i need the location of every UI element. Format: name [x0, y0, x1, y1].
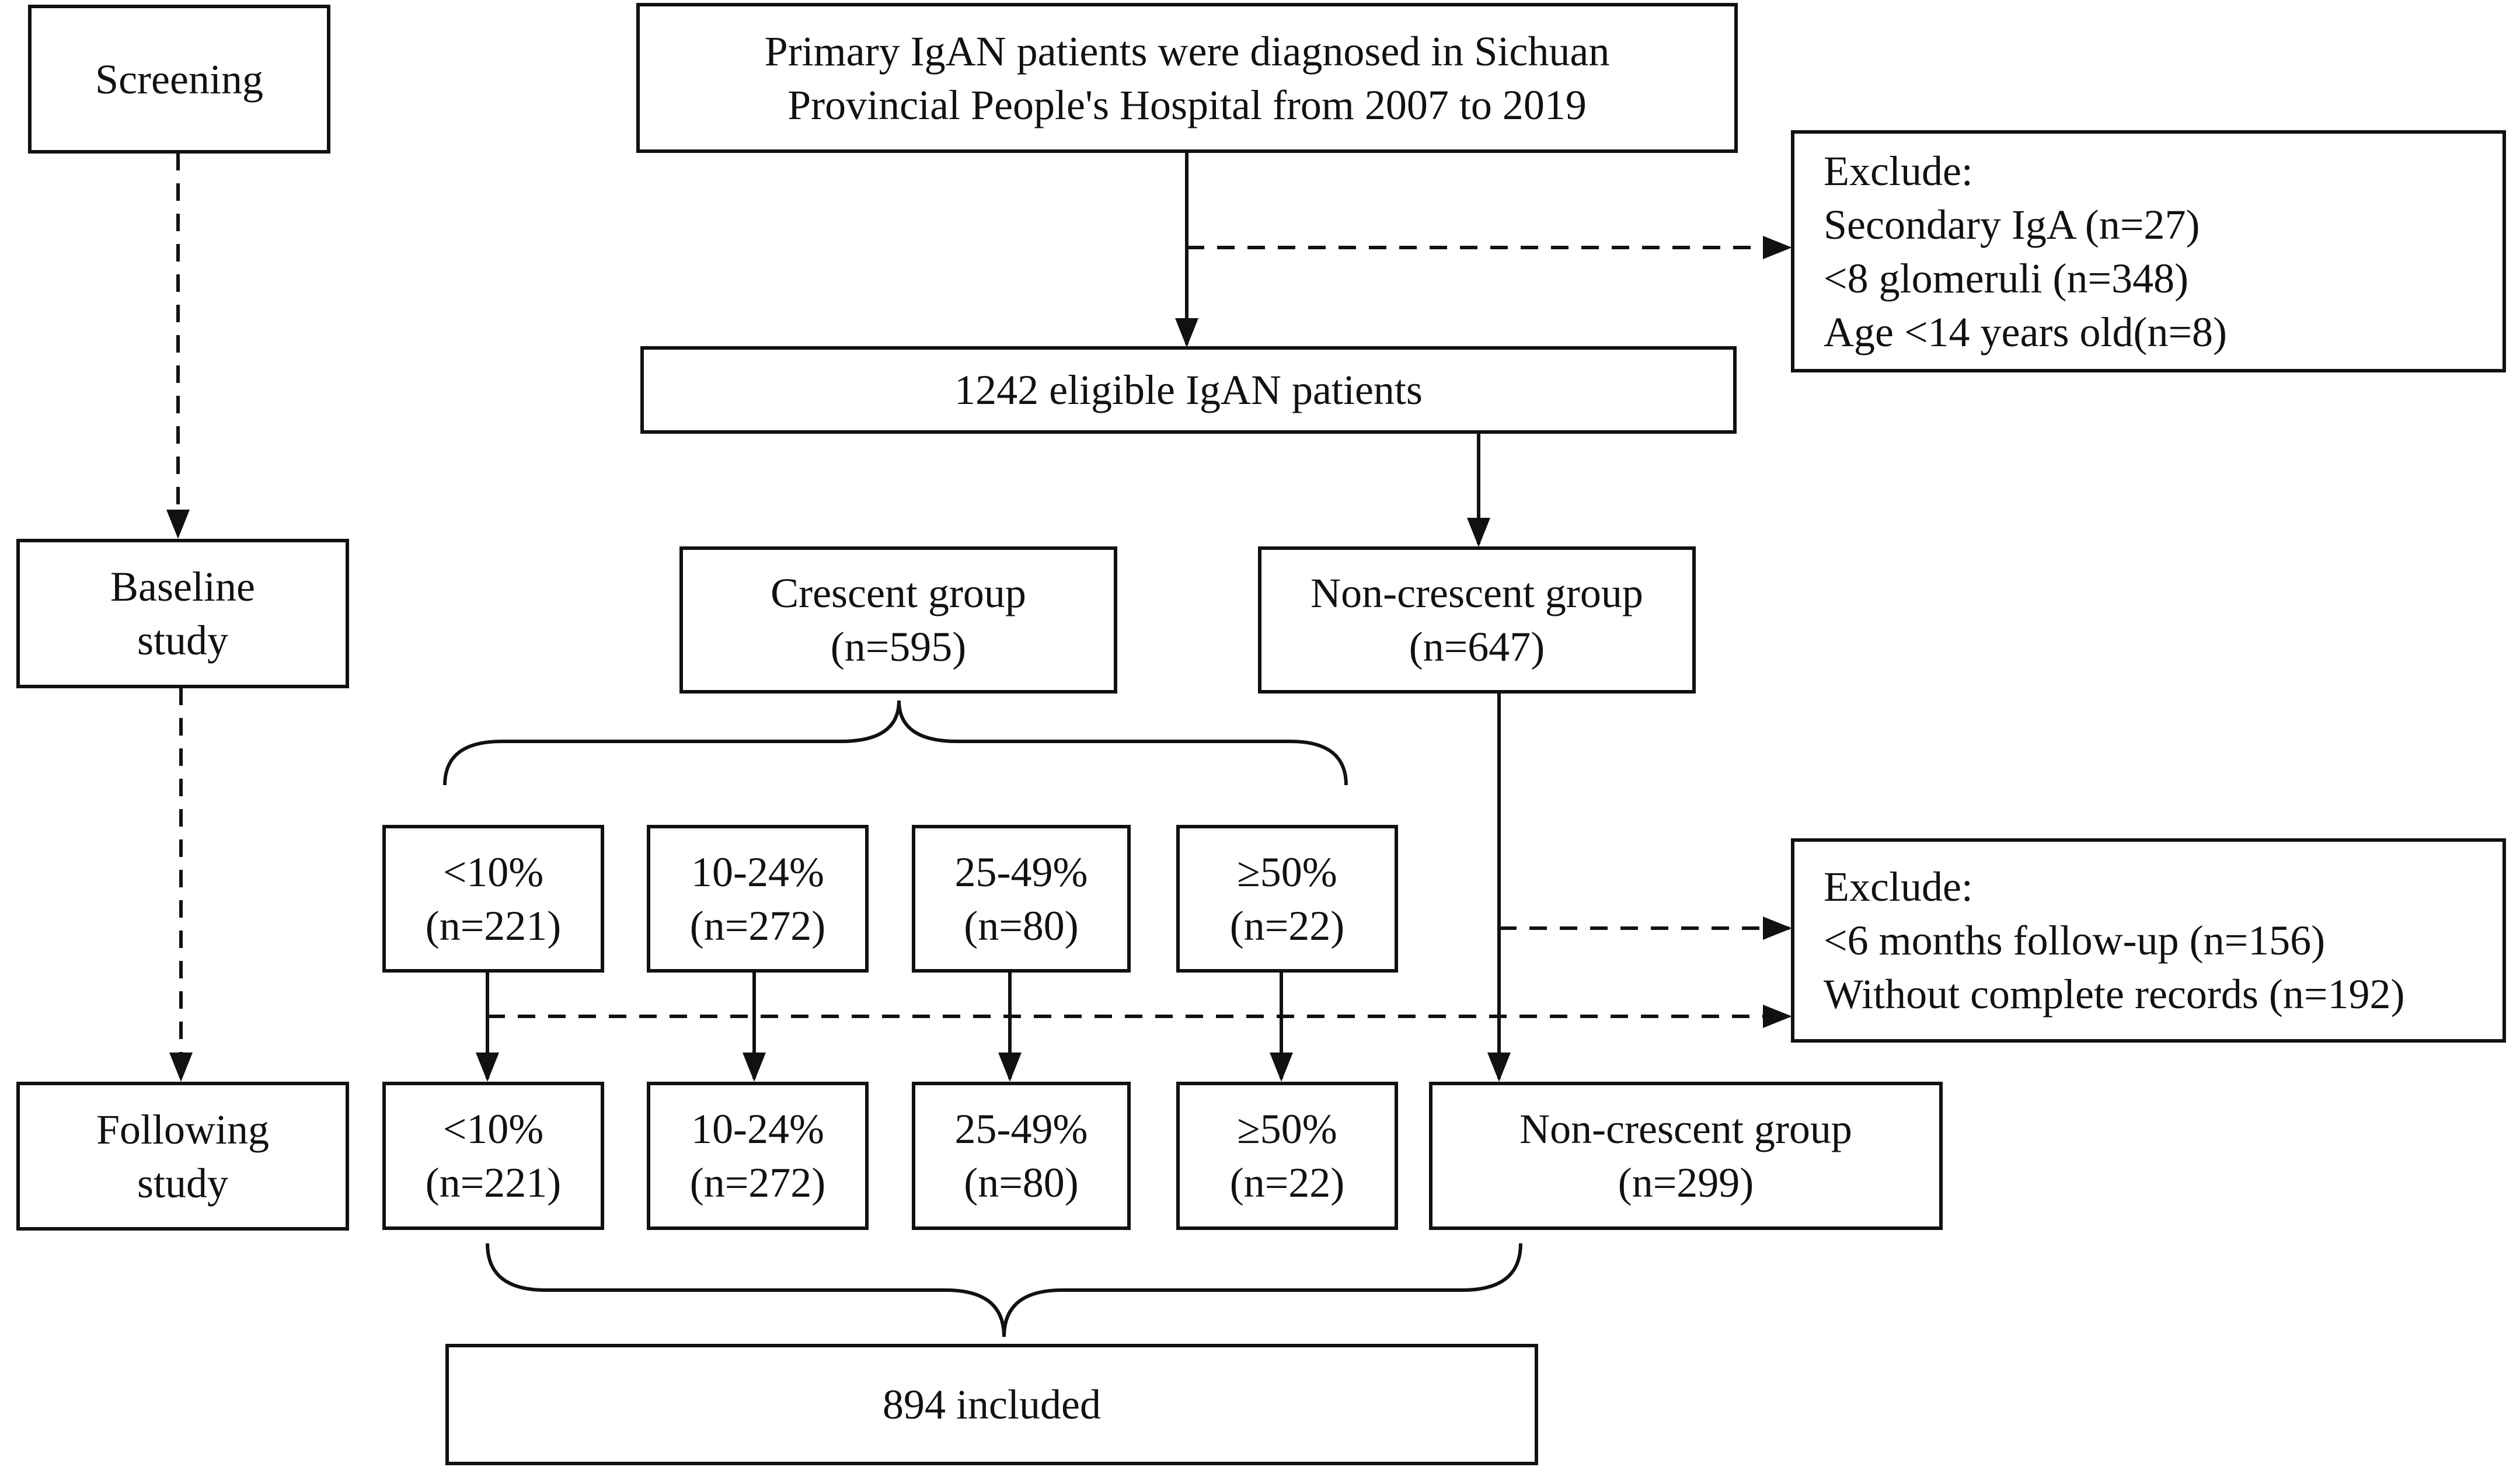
following-subgroup-box: 25-49% (n=80) [912, 1082, 1131, 1230]
included-box: 894 included [445, 1344, 1538, 1465]
subgroup-label: ≥50% [1237, 1106, 1337, 1152]
baseline-subgroup-box: ≥50% (n=22) [1176, 825, 1398, 973]
eligible-patients-box: 1242 eligible IgAN patients [640, 346, 1737, 434]
subgroup-count: (n=80) [964, 902, 1079, 949]
primary-line2: Provincial People's Hospital from 2007 t… [787, 81, 1587, 128]
subgroup-count: (n=22) [1229, 902, 1345, 949]
following-noncrescent-box: Non-crescent group (n=299) [1429, 1082, 1943, 1230]
following-subgroup-box: ≥50% (n=22) [1176, 1082, 1398, 1230]
primary-line1: Primary IgAN patients were diagnosed in … [764, 27, 1610, 75]
exclude2-item: Without complete records (n=192) [1824, 971, 2405, 1017]
crescent-brace [443, 700, 1348, 786]
following-noncrescent-count: (n=299) [1618, 1159, 1754, 1206]
exclude1-title: Exclude: [1824, 147, 1973, 194]
noncrescent-group-label: Non-crescent group [1310, 570, 1643, 616]
following-label-line1: Following [96, 1106, 270, 1153]
subgroup-label: 25-49% [954, 1106, 1088, 1152]
noncrescent-group-box: Non-crescent group (n=647) [1258, 546, 1696, 694]
crescent-group-box: Crescent group (n=595) [679, 546, 1117, 694]
subgroup-count: (n=80) [964, 1159, 1079, 1206]
subgroup-label: ≥50% [1237, 848, 1337, 895]
exclude2-item: <6 months follow-up (n=156) [1824, 917, 2326, 964]
exclude1-item: Secondary IgA (n=27) [1824, 201, 2200, 248]
baseline-subgroup-box: 10-24% (n=272) [647, 825, 869, 973]
screening-stage-box: Screening [28, 5, 330, 154]
following-subgroup-box: <10% (n=221) [382, 1082, 604, 1230]
subgroup-label: 10-24% [691, 848, 824, 895]
subgroup-label: 10-24% [691, 1106, 824, 1152]
primary-patients-box: Primary IgAN patients were diagnosed in … [636, 3, 1738, 153]
subgroup-label: <10% [442, 1106, 544, 1152]
baseline-label-line1: Baseline [110, 563, 255, 610]
subgroup-count: (n=221) [425, 1159, 562, 1206]
subgroup-count: (n=272) [689, 1159, 826, 1206]
baseline-label-line2: study [137, 617, 229, 664]
subgroup-label: <10% [442, 848, 544, 895]
baseline-stage-box: Baseline study [16, 539, 349, 688]
exclude-box-2: Exclude: <6 months follow-up (n=156) Wit… [1791, 838, 2506, 1043]
crescent-group-count: (n=595) [830, 623, 967, 670]
subgroup-count: (n=272) [689, 902, 826, 949]
included-label: 894 included [883, 1381, 1101, 1428]
subgroup-label: 25-49% [954, 848, 1088, 895]
following-label-line2: study [137, 1159, 229, 1207]
subgroup-count: (n=221) [425, 902, 562, 949]
crescent-group-label: Crescent group [771, 570, 1026, 616]
noncrescent-group-count: (n=647) [1409, 623, 1545, 670]
following-noncrescent-label: Non-crescent group [1519, 1106, 1852, 1152]
exclude1-item: <8 glomeruli (n=348) [1824, 255, 2189, 302]
following-subgroup-box: 10-24% (n=272) [647, 1082, 869, 1230]
baseline-subgroup-box: 25-49% (n=80) [912, 825, 1131, 973]
eligible-label: 1242 eligible IgAN patients [954, 367, 1423, 413]
baseline-subgroup-box: <10% (n=221) [382, 825, 604, 973]
following-stage-box: Following study [16, 1082, 349, 1231]
screening-label: Screening [95, 55, 263, 103]
included-brace [486, 1243, 1522, 1337]
exclude-box-1: Exclude: Secondary IgA (n=27) <8 glomeru… [1791, 130, 2506, 372]
exclude2-title: Exclude: [1824, 863, 1973, 910]
exclude1-item: Age <14 years old(n=8) [1824, 308, 2228, 356]
subgroup-count: (n=22) [1229, 1159, 1345, 1206]
